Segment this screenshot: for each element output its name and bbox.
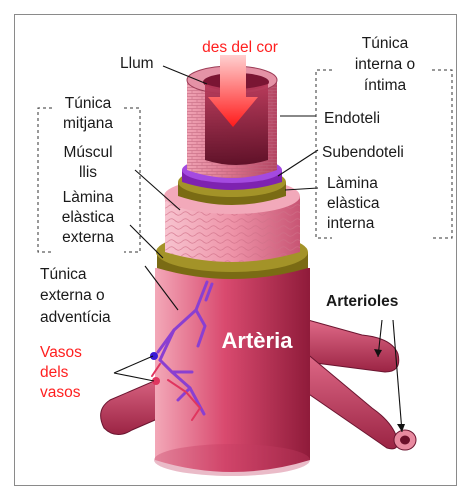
endothelium-label: Endoteli	[324, 110, 380, 127]
tunica-externa-label-1: Túnica	[40, 266, 87, 283]
external-elastic-label-3: externa	[62, 229, 114, 246]
smooth-muscle-label-1: Múscul	[63, 144, 112, 161]
external-elastic-label-2: elàstica	[62, 209, 115, 226]
vasa-vasorum-label-1: Vasos	[40, 344, 82, 361]
tunica-externa-label-2: externa o	[40, 287, 105, 304]
external-elastic-label-1: Làmina	[63, 189, 114, 206]
tunica-media-label-1: Túnica	[65, 95, 112, 112]
smooth-muscle-label-2: llis	[79, 164, 97, 181]
vasa-node-vein	[150, 352, 158, 360]
internal-elastic-label-1: Làmina	[327, 175, 378, 192]
lumen-label: Llum	[120, 55, 154, 72]
vasa-vasorum-label-2: dels	[40, 364, 69, 381]
internal-elastic-label-2: elàstica	[327, 195, 380, 212]
tunica-externa-label-3: adventícia	[40, 309, 111, 326]
arterioles-label: Arterioles	[326, 293, 398, 310]
artery-label: Artèria	[222, 328, 294, 353]
vasa-vasorum-label-3: vasos	[40, 384, 81, 401]
subendothelium-label: Subendoteli	[322, 144, 404, 161]
tunica-media-label-2: mitjana	[63, 115, 113, 132]
flow-label: des del cor	[202, 39, 278, 56]
tunica-intima-label-2: interna o	[355, 56, 415, 73]
tunica-intima-label-3: íntima	[364, 77, 407, 94]
internal-elastic-label-3: interna	[327, 215, 375, 232]
tunica-intima-label-1: Túnica	[362, 35, 409, 52]
